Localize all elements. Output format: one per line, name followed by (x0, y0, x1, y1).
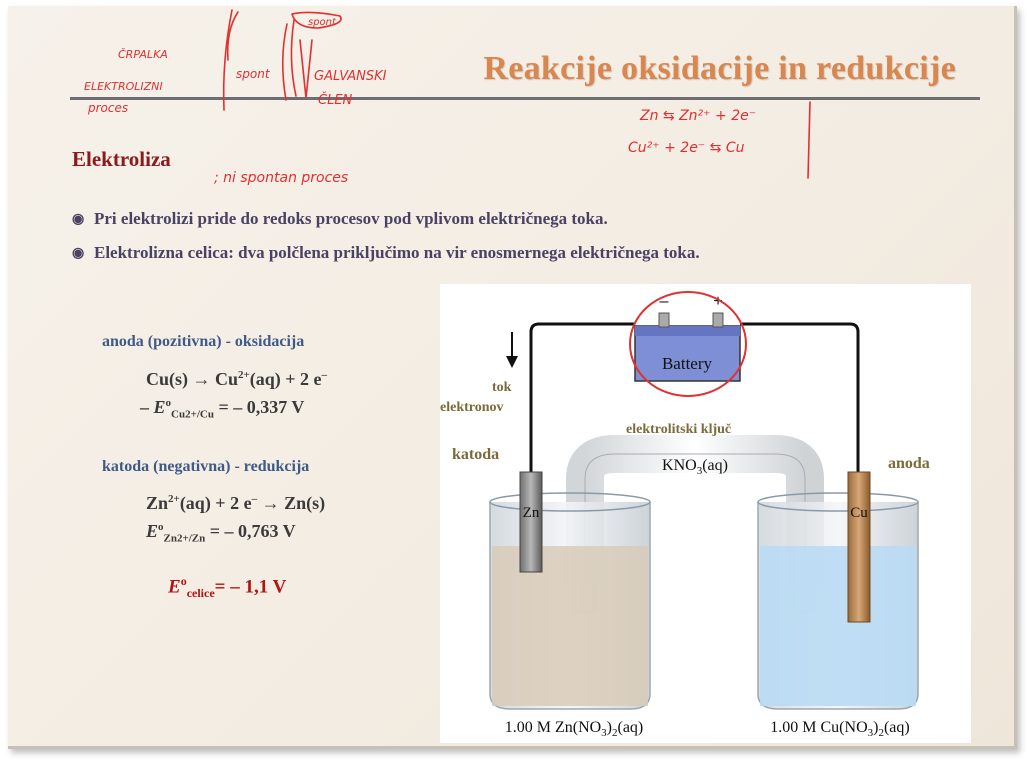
tok-label: tok (492, 380, 512, 395)
right-solution-label: 1.00 M Cu(NO3)2(aq) (770, 719, 909, 739)
minus-terminal: – (660, 293, 669, 310)
section-heading: Elektroliza (72, 147, 171, 171)
title-rule (70, 97, 980, 100)
bullet-dot-icon: ◉ (72, 245, 85, 261)
bullet-item: ◉ Elektrolizna celica: dva polčlena prik… (72, 236, 952, 270)
bullet-text: Pri elektrolizi pride do redoks procesov… (94, 209, 608, 228)
elektronov-label: elektronov (440, 400, 504, 415)
slide: Reakcije oksidacije in redukcije Elektro… (8, 6, 1017, 749)
cu-electrode-label: Cu (850, 505, 868, 521)
slide-title: Reakcije oksidacije in redukcije (483, 50, 956, 87)
cell-illustration: Battery – + KNO3(aq) Zn Cu 1.00 M Zn(NO3… (489, 293, 919, 739)
left-solution-label: 1.00 M Zn(NO3)2(aq) (505, 719, 644, 739)
anode-label: anoda (pozitivna) - oksidacija (102, 333, 305, 350)
cathode-equation: Zn2+(aq) + 2 e– → Zn(s) (146, 493, 326, 513)
anode-equation: Cu(s) → Cu2+(aq) + 2 e– (146, 369, 328, 389)
bullet-list: ◉ Pri elektrolizi pride do redoks proces… (72, 202, 952, 270)
salt-bridge-label: KNO3(aq) (662, 457, 728, 477)
anoda-label: anoda (888, 455, 930, 472)
cathode-label: katoda (negativna) - redukcija (102, 458, 310, 475)
cathode-potential: EoZn2+/Zn = – 0,763 V (146, 521, 296, 545)
bullet-dot-icon: ◉ (72, 211, 85, 227)
zn-electrode-label: Zn (523, 505, 540, 521)
electrolysis-diagram: Battery – + KNO3(aq) Zn Cu 1.00 M Zn(NO3… (440, 284, 971, 743)
anode-potential: – EoCu2+/Cu = – 0,337 V (140, 397, 305, 421)
bullet-text: Elektrolizna celica: dva polčlena priklj… (94, 243, 700, 262)
plus-terminal: + (713, 293, 722, 310)
cell-potential: Eocelice= – 1,1 V (168, 574, 287, 601)
bullet-item: ◉ Pri elektrolizi pride do redoks proces… (72, 202, 952, 236)
katoda-label: katoda (452, 446, 500, 463)
battery-label: Battery (662, 354, 713, 373)
kljuc-label: elektrolitski ključ (626, 422, 732, 437)
